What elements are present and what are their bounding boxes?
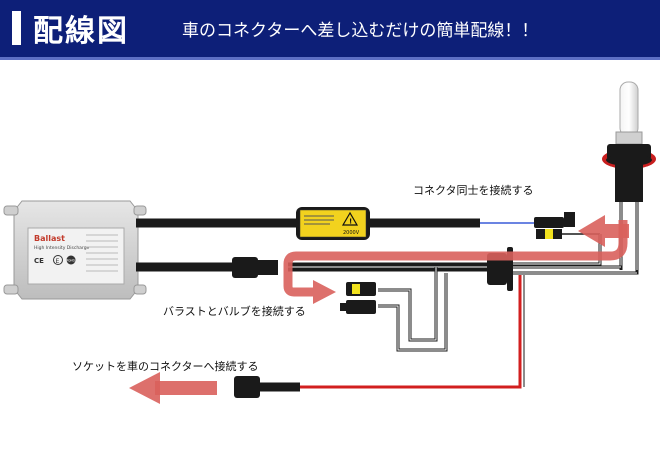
- label-connector-pair: コネクタ同士を接続する: [413, 184, 534, 197]
- warning-triangle-icon: [341, 211, 359, 226]
- arrow-head-connector-pair: [578, 215, 605, 247]
- ballast-brand-label: Ballast: [34, 234, 65, 243]
- ballast-subtext: High Intensity Discharge: [34, 245, 90, 251]
- ce-mark: CE: [34, 257, 44, 265]
- page-subtitle: 車のコネクターへ差し込むだけの簡単配線！！: [182, 21, 539, 41]
- label-socket-to-car: ソケットを車のコネクターへ接続する: [72, 360, 259, 373]
- page-title: 配線図: [33, 14, 129, 49]
- arrow-head-bulb-connector: [313, 280, 336, 304]
- e-mark-ring: [53, 255, 63, 265]
- rohs-mark: RoHS: [67, 259, 75, 263]
- harness-wires: [288, 234, 639, 352]
- ballast-output-cable: [136, 257, 278, 278]
- arrow-head-socket: [129, 372, 160, 404]
- igniter-voltage-label: 2000V: [343, 230, 360, 236]
- label-ballast-to-bulb: バラストとバルブを接続する: [163, 305, 306, 318]
- wiring-diagram: Ballast High Intensity Discharge CE E Ro…: [3, 81, 656, 404]
- arrow-socket-to-car: [155, 381, 217, 395]
- svg-text:!: !: [349, 218, 352, 226]
- rohs-mark-dot: [66, 255, 76, 265]
- car-socket: [234, 376, 260, 398]
- header-accent-bar: [12, 11, 21, 45]
- power-cable: [234, 275, 525, 398]
- e-mark: E: [56, 258, 60, 265]
- flow-arrows: [129, 215, 629, 404]
- header-banner: 配線図 車のコネクターへ差し込むだけの簡単配線！！: [0, 0, 660, 60]
- arrow-ballast-to-bulb: [283, 220, 628, 297]
- igniter-box: ! 2000V: [296, 207, 370, 240]
- connector-pair: [534, 212, 600, 239]
- ballast-bulb-connector: [340, 282, 376, 314]
- ballast-unit: Ballast High Intensity Discharge CE E Ro…: [3, 200, 147, 300]
- hid-bulb: [602, 81, 656, 270]
